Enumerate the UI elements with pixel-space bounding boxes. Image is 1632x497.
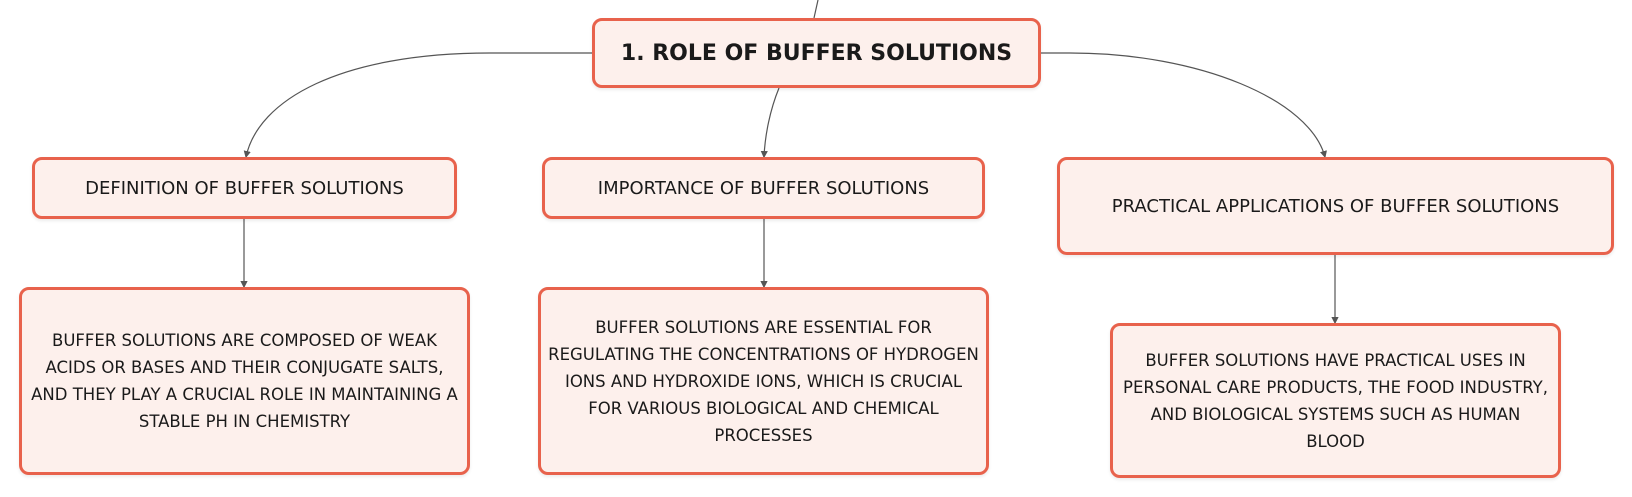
detail-node-applications[interactable]: BUFFER SOLUTIONS HAVE PRACTICAL USES IN … (1110, 323, 1561, 478)
connector-parent-to-root (813, 0, 819, 19)
branch-node-applications[interactable]: PRACTICAL APPLICATIONS OF BUFFER SOLUTIO… (1057, 157, 1614, 255)
branch-node-definition[interactable]: DEFINITION OF BUFFER SOLUTIONS (32, 157, 457, 219)
branch-node-importance[interactable]: IMPORTANCE OF BUFFER SOLUTIONS (542, 157, 985, 219)
branch-node-label: DEFINITION OF BUFFER SOLUTIONS (85, 177, 404, 199)
detail-node-text: BUFFER SOLUTIONS HAVE PRACTICAL USES IN … (1123, 350, 1548, 451)
detail-node-text: BUFFER SOLUTIONS ARE COMPOSED OF WEAK AC… (31, 331, 458, 431)
root-node-label: 1. ROLE OF BUFFER SOLUTIONS (620, 40, 1013, 66)
branch-node-label: PRACTICAL APPLICATIONS OF BUFFER SOLUTIO… (1111, 195, 1560, 217)
connector-root-to-importance (760, 87, 780, 159)
detail-node-text: BUFFER SOLUTIONS ARE ESSENTIAL FOR REGUL… (548, 317, 979, 445)
connector-root-to-definition (243, 52, 592, 159)
root-node[interactable]: 1. ROLE OF BUFFER SOLUTIONS (592, 18, 1041, 88)
connector-root-to-applications (1041, 52, 1327, 159)
branch-node-label: IMPORTANCE OF BUFFER SOLUTIONS (597, 177, 930, 199)
detail-node-importance[interactable]: BUFFER SOLUTIONS ARE ESSENTIAL FOR REGUL… (538, 287, 989, 475)
detail-node-definition[interactable]: BUFFER SOLUTIONS ARE COMPOSED OF WEAK AC… (19, 287, 470, 475)
